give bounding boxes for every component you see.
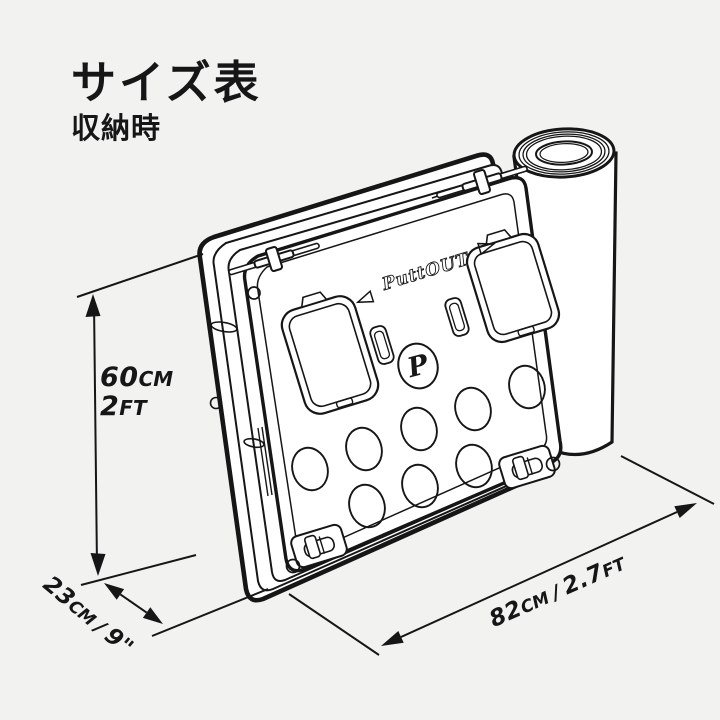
top-clips [228,165,528,276]
target-windows [280,228,561,415]
corner-holes [247,286,561,574]
height-imperial: 2FT [100,392,173,421]
height-metric-unit: CM [138,367,174,391]
peg-slots [369,297,470,365]
depth-dimension [104,583,269,637]
arrowhead-right [674,503,697,518]
latch-plates [290,444,556,569]
arrowhead-left [381,631,404,646]
height-imperial-unit: FT [119,396,147,421]
clip-right [436,165,528,199]
page-title: サイズ表 [71,57,262,108]
height-dimension-label: 60CM 2FT [100,363,173,421]
height-imperial-value: 2 [100,391,120,423]
roll-core-hole [535,140,593,166]
rolled-mat [512,127,618,457]
page-subtitle: 収納時 [71,113,162,145]
clip-left [228,242,320,276]
height-metric-value: 60 [100,362,139,393]
window-right [465,228,561,344]
arrowhead-upper-left [104,583,125,600]
monogram-badge: P [397,342,439,390]
height-metric: 60CM [100,363,173,392]
arrowhead-down [90,553,106,576]
ball-holes [291,364,546,529]
width-dimension [288,455,715,656]
height-dimension [76,253,204,586]
latch-bottom-left [290,523,348,569]
window-left [280,291,380,415]
arrowhead-lower-right [142,607,163,624]
arrowhead-up [85,294,101,317]
latch-mid-right [498,444,556,490]
